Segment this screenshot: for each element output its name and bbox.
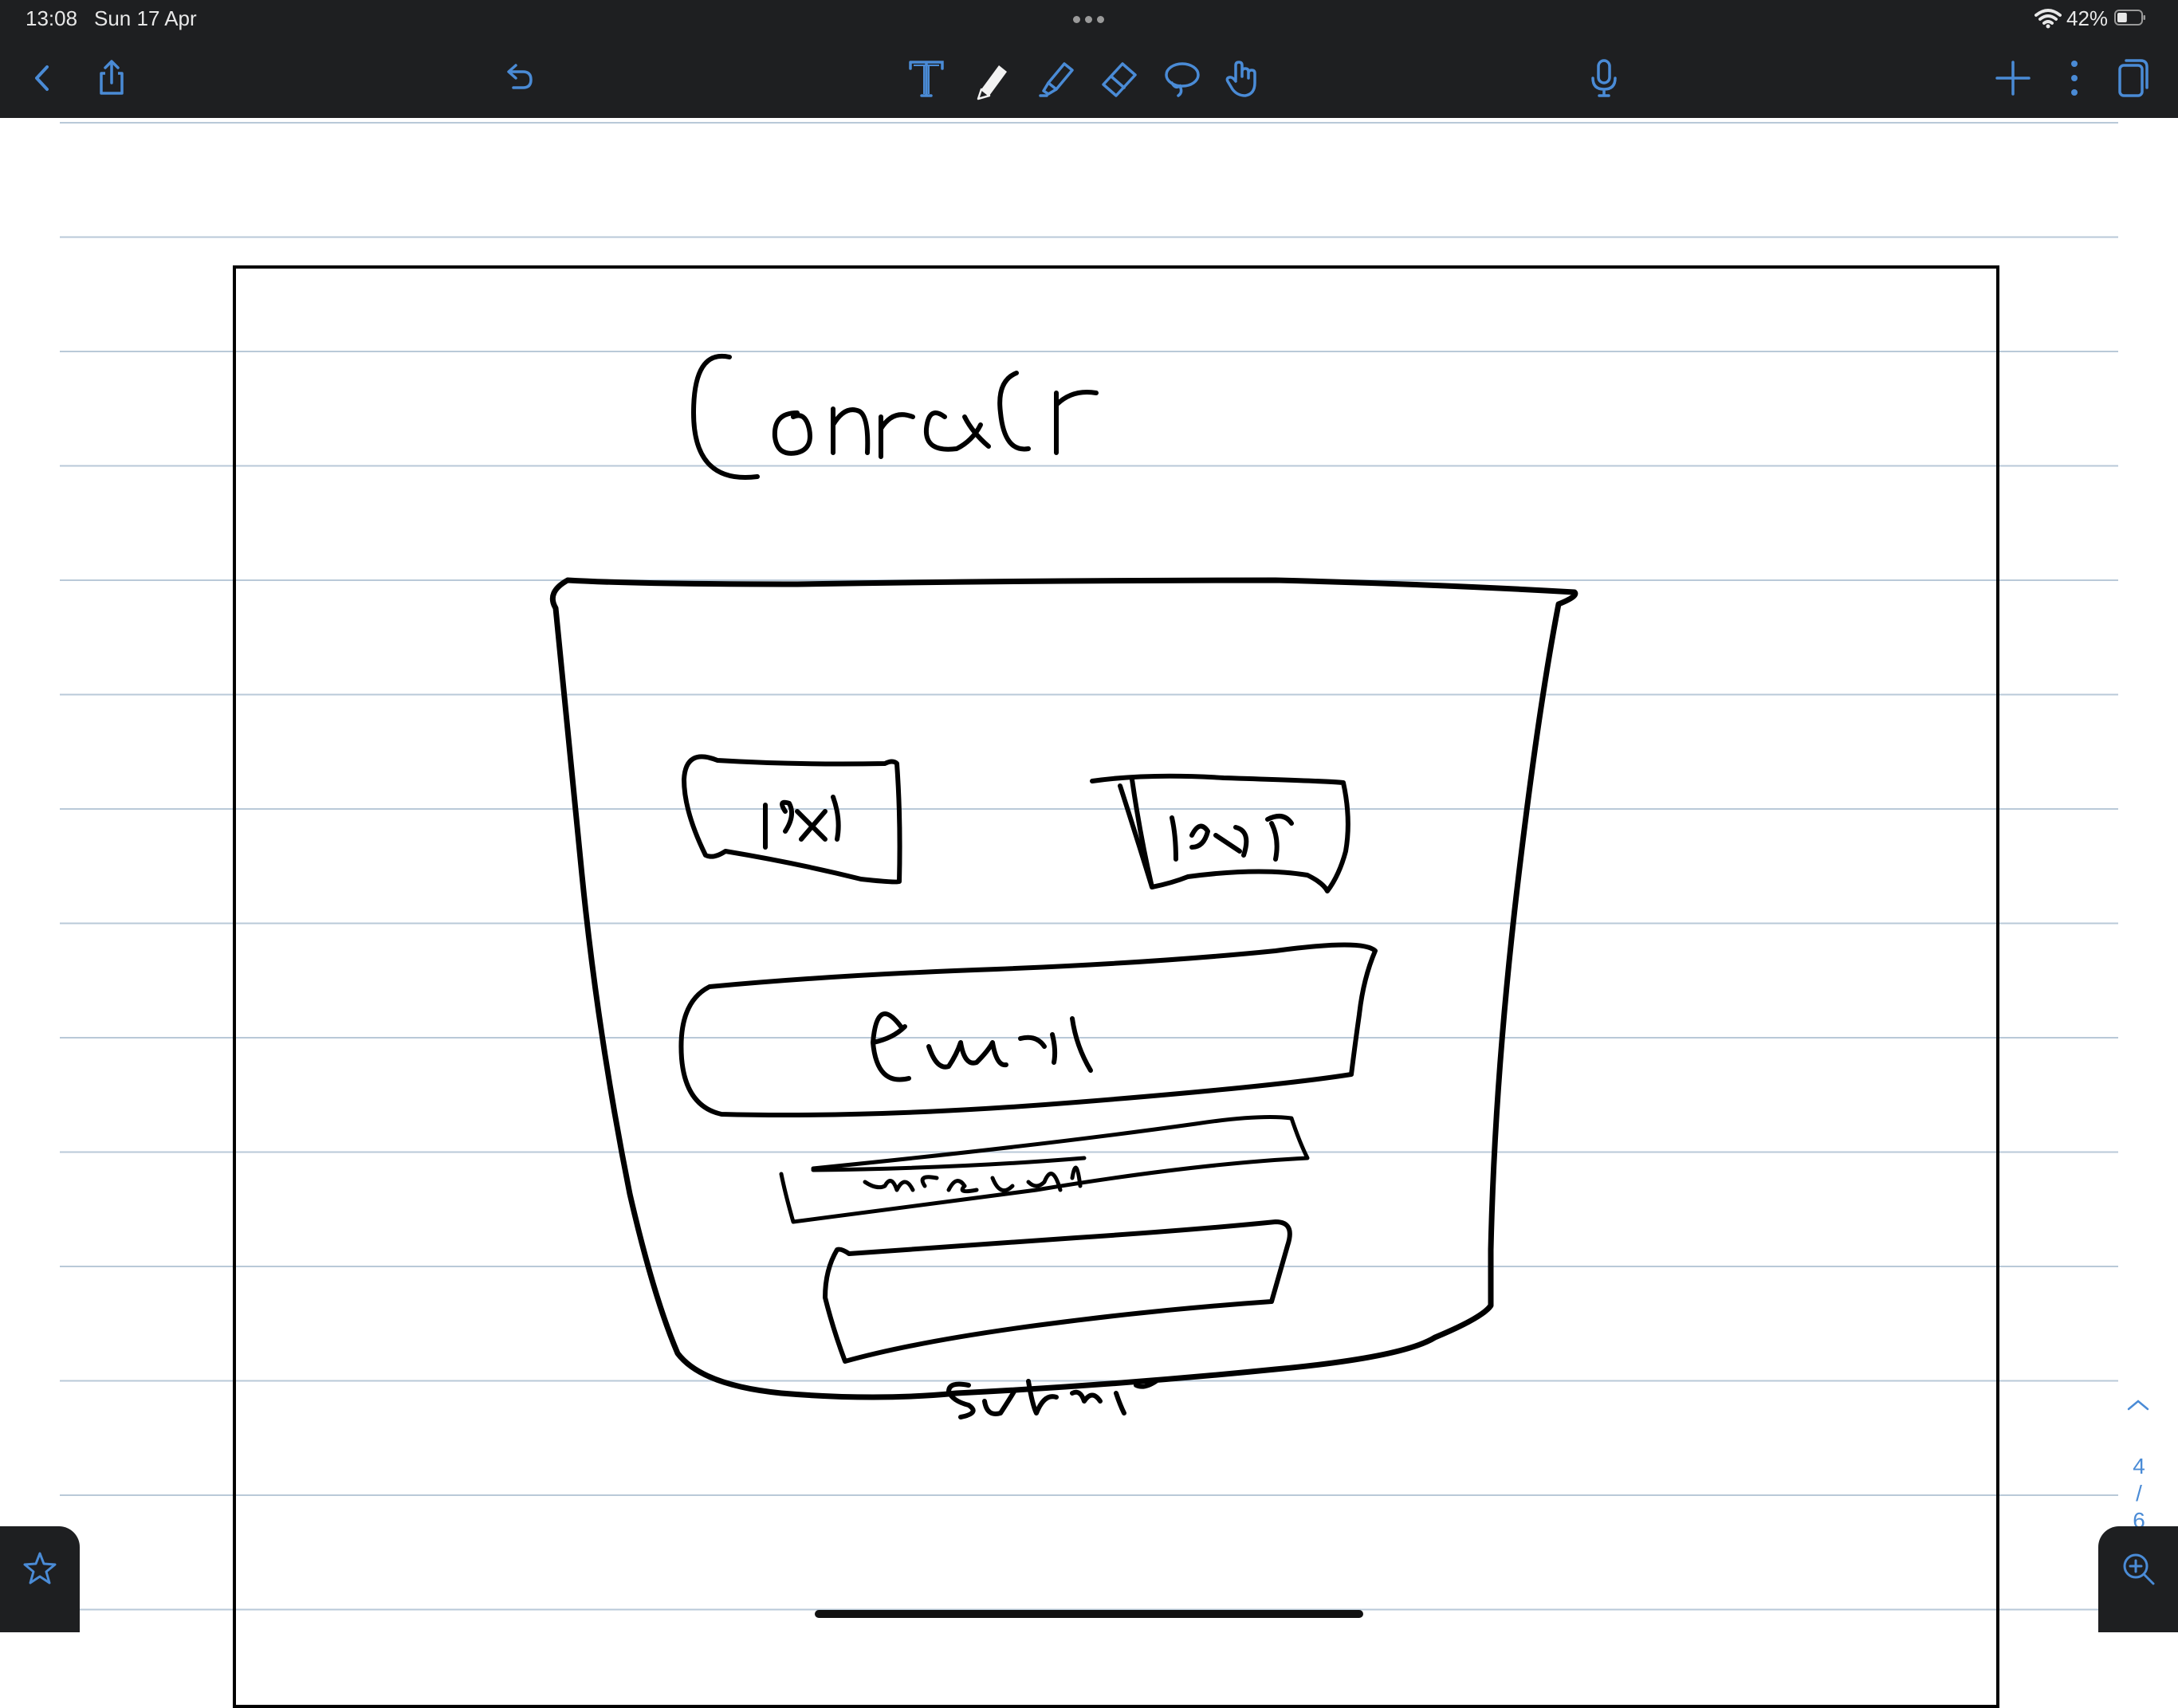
status-time: 13:08: [26, 6, 78, 30]
eraser-icon: [1102, 62, 1137, 97]
toolbar: [0, 38, 2178, 118]
eraser-tool-button[interactable]: [1095, 54, 1143, 102]
zoom-button[interactable]: [2098, 1526, 2178, 1632]
highlighter-tool-button[interactable]: [1032, 54, 1080, 102]
text-tool-button[interactable]: [902, 54, 950, 102]
battery-icon: [2114, 10, 2145, 26]
battery-percent: 42%: [2066, 6, 2109, 30]
status-date: Sun 17 Apr: [94, 6, 197, 30]
share-button[interactable]: [88, 54, 136, 102]
handwritten-email-field: [678, 942, 1378, 1117]
note-page[interactable]: 4 / 6: [0, 118, 2178, 1708]
handwritten-submit-button: [823, 1219, 1292, 1419]
microphone-button[interactable]: [1580, 54, 1628, 102]
lasso-icon: [1165, 62, 1200, 97]
handwritten-form-card: [549, 577, 1578, 1400]
handwritten-sketch: [549, 353, 1578, 1419]
ruled-lines: [60, 122, 2118, 1611]
undo-button[interactable]: [494, 54, 542, 102]
handwritten-title-scribble: [691, 353, 1099, 480]
undo-icon: [507, 64, 533, 89]
chevron-left-icon: [35, 65, 49, 91]
handwritten-text-button-right: [1090, 773, 1350, 893]
highlighter-icon: [1039, 62, 1074, 97]
microphone-icon: [1591, 59, 1617, 97]
pages-button[interactable]: [2109, 54, 2156, 102]
plus-icon: [1995, 61, 2031, 96]
home-indicator: [815, 1610, 1363, 1618]
pen-tool-button[interactable]: [969, 54, 1016, 102]
status-bar: 13:08 Sun 17 Apr 42%: [0, 0, 2178, 38]
multitasking-dots-icon[interactable]: [1073, 16, 1105, 24]
page-separator: /: [2136, 1481, 2142, 1506]
handwritten-text-button-left: [682, 754, 902, 885]
add-button[interactable]: [1989, 54, 2037, 102]
share-icon: [100, 60, 124, 95]
text-tool-icon: [909, 61, 944, 97]
handwritten-message-field: [779, 1115, 1310, 1224]
star-icon: [23, 1552, 57, 1584]
hand-tool-button[interactable]: [1220, 54, 1268, 102]
favorite-button[interactable]: [0, 1526, 80, 1632]
back-button[interactable]: [18, 54, 65, 102]
more-vertical-icon: [2071, 61, 2078, 96]
hand-icon: [1225, 61, 1256, 97]
current-page-number: 4: [2133, 1454, 2145, 1478]
wifi-icon: [2035, 9, 2062, 29]
zoom-in-icon: [2123, 1553, 2155, 1585]
pen-icon: [977, 65, 1007, 100]
more-button[interactable]: [2050, 54, 2098, 102]
lasso-tool-button[interactable]: [1158, 54, 1205, 102]
pages-icon: [2118, 59, 2149, 97]
chevron-up-icon[interactable]: [2122, 1393, 2154, 1417]
